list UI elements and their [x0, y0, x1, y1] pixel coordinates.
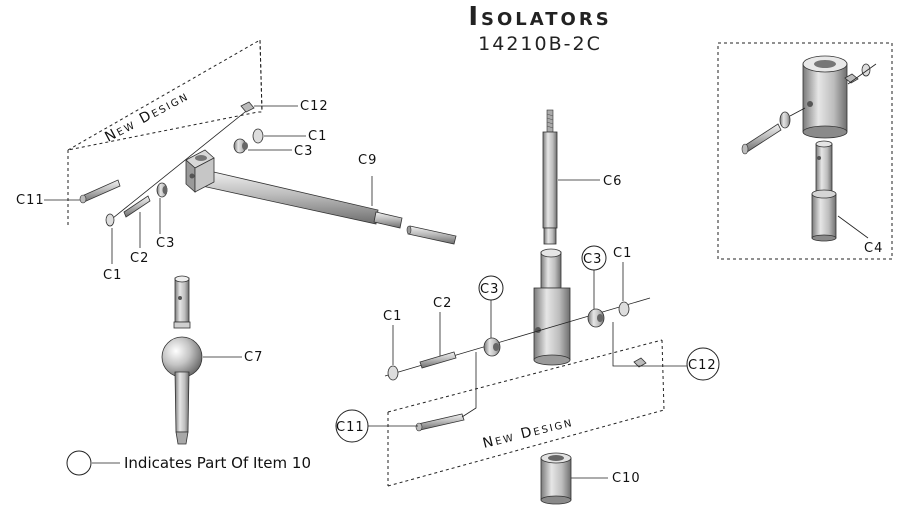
label-c10: C10 [612, 471, 641, 486]
label-c3-top: C3 [294, 144, 313, 159]
new-design-label-center: New Design [481, 414, 575, 452]
leaders-center [368, 262, 687, 479]
label-c4: C4 [864, 241, 883, 256]
new-design-label-left: New Design [102, 88, 191, 146]
label-c6: C6 [603, 174, 622, 189]
legend-circle [66, 450, 92, 476]
leaders-left [44, 105, 373, 264]
c7-stick [161, 275, 203, 445]
label-c1-left: C1 [103, 268, 122, 283]
c1-washer-left [105, 213, 115, 227]
callout-circles-center [335, 245, 720, 443]
label-c1-right: C1 [613, 246, 632, 261]
c9-pin [406, 225, 457, 245]
c11-bolt-center [415, 413, 465, 432]
c1-washer-right [618, 301, 630, 317]
label-c1-top: C1 [308, 129, 327, 144]
new-design-box-left [67, 39, 263, 228]
label-c1-center: C1 [383, 309, 402, 324]
label-c2-left: C2 [130, 251, 149, 266]
c4-inset-box [717, 42, 893, 260]
c10-sleeve [540, 452, 572, 505]
legend-text: Indicates Part Of Item 10 [124, 454, 311, 472]
diagram-title: Isolators [468, 2, 612, 32]
label-c12-right: C12 [688, 358, 717, 373]
c3-collar-center [483, 337, 501, 357]
part-number: 14210B-2C [478, 33, 602, 55]
label-c3-center: C3 [480, 282, 499, 297]
label-c9: C9 [358, 153, 377, 168]
c1-washer-center [387, 365, 399, 381]
c9-shaft [185, 149, 403, 229]
center-body [533, 248, 571, 366]
c3-collar-left [156, 182, 168, 198]
label-c3-left: C3 [156, 236, 175, 251]
c3-collar-right [587, 308, 605, 328]
c4-assembly [741, 55, 877, 242]
label-c11-left: C11 [16, 193, 45, 208]
c6-shaft [542, 109, 558, 245]
c11-bolt-left [79, 179, 121, 204]
label-c12-top: C12 [300, 99, 329, 114]
c1-washer-top [252, 128, 264, 144]
c12-nut-right [633, 357, 647, 368]
new-design-box-center [387, 339, 665, 487]
label-c2-center: C2 [433, 296, 452, 311]
c2-pin-left [123, 195, 151, 218]
label-c3-right: C3 [583, 252, 602, 267]
c2-pin-center [419, 351, 457, 369]
c3-collar-top [233, 138, 248, 154]
label-c11-center: C11 [336, 420, 365, 435]
c12-nut-left [240, 101, 255, 113]
label-c7: C7 [244, 350, 263, 365]
